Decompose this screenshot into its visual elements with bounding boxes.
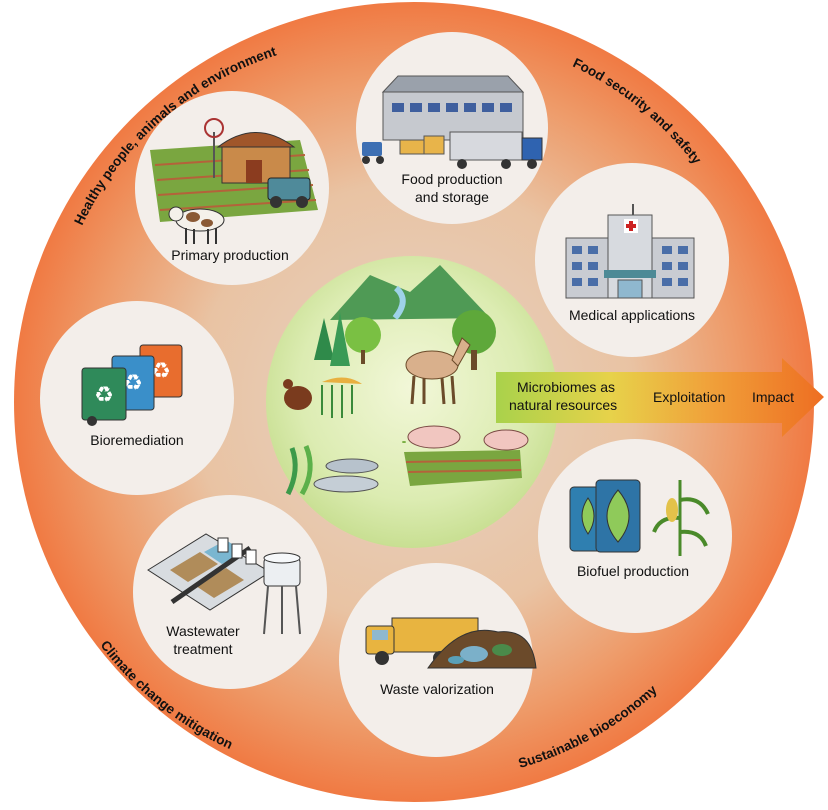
label-medical-applications: Medical applications (569, 307, 695, 323)
node-food-production: Food production and storage (356, 32, 548, 224)
warehouse-truck-icon (362, 75, 543, 169)
arrow-label-impact: Impact (752, 389, 794, 405)
arrow-label-exploitation: Exploitation (653, 389, 725, 405)
node-bioremediation: ♻ ♻ ♻ Bioremediation (40, 301, 234, 495)
arrow-label-source-2: natural resources (509, 397, 617, 413)
farm-icon (150, 118, 318, 244)
arrow-label-source-1: Microbiomes as (517, 379, 615, 395)
hospital-icon (565, 204, 695, 299)
svg-text:♻: ♻ (94, 382, 114, 407)
recycling-bins-icon: ♻ ♻ ♻ (81, 344, 183, 426)
node-center-ecosystem (266, 256, 558, 548)
exploitation-impact-arrow: Microbiomes as natural resources Exploit… (496, 358, 824, 437)
label-bioremediation: Bioremediation (90, 432, 183, 448)
label-biofuel-production: Biofuel production (577, 563, 689, 579)
water-treatment-plant-icon (147, 533, 301, 635)
node-wastewater-treatment: Wastewater treatment (133, 495, 327, 689)
label-wastewater-2: treatment (173, 641, 232, 657)
label-food-production-2: and storage (415, 189, 489, 205)
node-medical-applications: Medical applications (535, 163, 729, 357)
garbage-truck-icon (365, 617, 537, 669)
fuel-barrels-icon (569, 479, 710, 556)
node-waste-valorization: Waste valorization (339, 563, 537, 757)
natural-ecosystem-icon (283, 265, 529, 496)
label-wastewater-1: Wastewater (166, 623, 240, 639)
svg-text:♻: ♻ (151, 358, 171, 383)
node-biofuel-production: Biofuel production (538, 439, 732, 633)
label-waste-valorization: Waste valorization (380, 681, 494, 697)
node-primary-production: Primary production (135, 91, 329, 285)
svg-text:♻: ♻ (123, 370, 143, 395)
label-primary-production: Primary production (171, 247, 289, 263)
label-food-production-1: Food production (401, 171, 502, 187)
